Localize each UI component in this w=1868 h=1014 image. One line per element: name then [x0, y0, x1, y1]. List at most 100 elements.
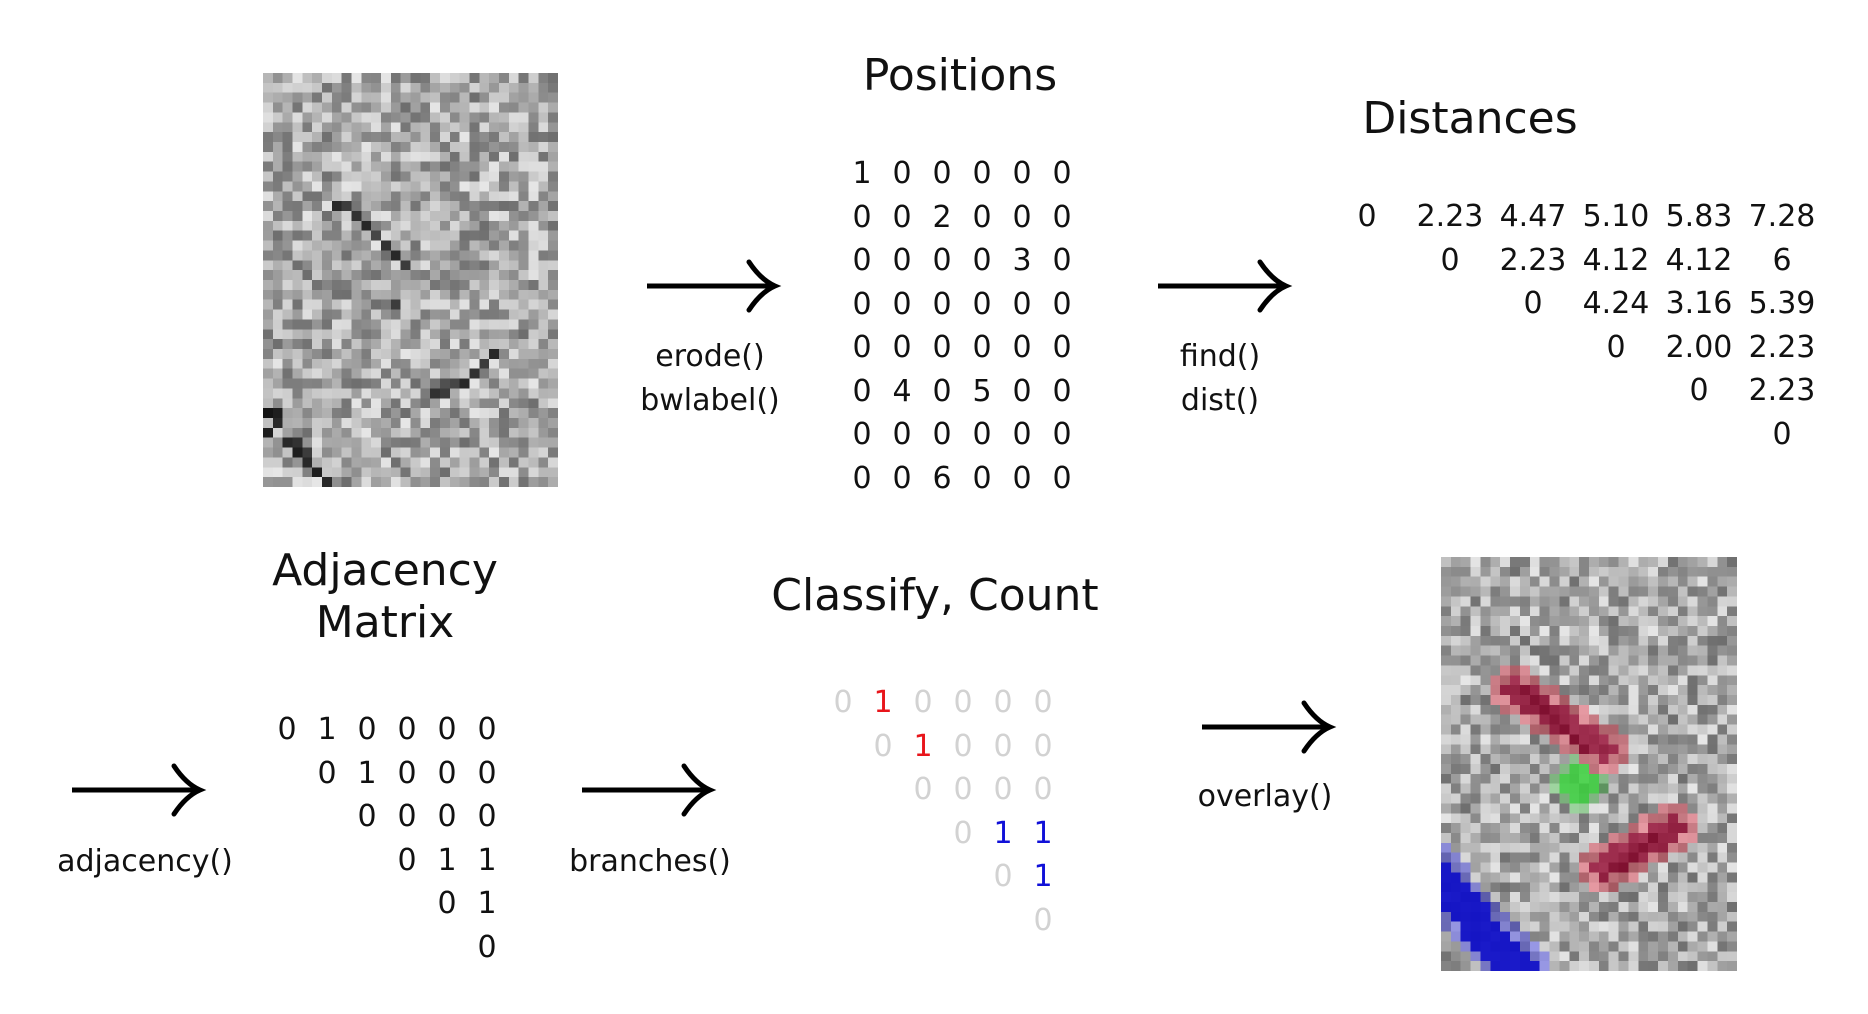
distance-cell: 0 — [1357, 199, 1377, 234]
function-labels-find-dist: find() dist() — [1140, 335, 1300, 422]
distance-cell: 0 — [1772, 416, 1792, 452]
matrix-cell: 6 — [932, 460, 952, 496]
right-arrow-icon — [1202, 700, 1337, 754]
matrix-cell: 0 — [972, 460, 992, 496]
matrix-cell: 0 — [852, 417, 872, 452]
matrix-cell: 0 — [1052, 286, 1072, 322]
classify-cell: 0 — [993, 685, 1013, 720]
adjacency-cell: 1 — [357, 755, 377, 791]
distance-cell: 2.00 — [1665, 329, 1733, 365]
distance-cell: 5.10 — [1582, 199, 1650, 234]
branches-function-label: branches() — [569, 844, 731, 879]
adjacency-cell: 0 — [397, 799, 417, 834]
distance-cell: 5.83 — [1665, 199, 1733, 234]
adjacency-cell: 0 — [437, 755, 457, 791]
matrix-cell: 0 — [852, 330, 872, 365]
adjacency-title-line1: Adjacency — [272, 545, 498, 596]
matrix-cell: 2 — [932, 199, 952, 235]
matrix-cell: 0 — [852, 460, 872, 496]
matrix-cell: 0 — [1052, 156, 1072, 191]
find-label: find() — [1179, 339, 1261, 374]
classify-cell: 0 — [833, 685, 853, 720]
distance-cell: 0 — [1523, 286, 1543, 321]
overlay-result-image — [1441, 557, 1737, 971]
distance-cell: 7.28 — [1748, 199, 1816, 234]
distance-cell: 5.39 — [1748, 286, 1816, 321]
classify-cell: 0 — [953, 728, 973, 764]
classify-cell: 1 — [1033, 859, 1053, 894]
classify-cell: 0 — [1033, 685, 1053, 720]
matrix-cell: 0 — [972, 243, 992, 278]
distance-cell: 2.23 — [1748, 373, 1816, 408]
matrix-cell: 0 — [1012, 417, 1032, 452]
distance-cell: 2.23 — [1499, 242, 1567, 278]
matrix-cell: 0 — [972, 199, 992, 235]
matrix-cell: 0 — [852, 199, 872, 235]
matrix-cell: 0 — [1012, 286, 1032, 322]
adjacency-cell: 0 — [397, 842, 417, 878]
classify-cell: 0 — [1033, 902, 1053, 938]
matrix-cell: 0 — [892, 243, 912, 278]
right-arrow-icon — [1158, 259, 1293, 313]
matrix-cell: 0 — [852, 286, 872, 322]
adjacency-matrix-title: Adjacency Matrix — [245, 545, 525, 649]
adjacency-cell: 1 — [437, 842, 457, 878]
matrix-cell: 0 — [1012, 199, 1032, 235]
classify-cell: 0 — [953, 685, 973, 720]
matrix-cell: 0 — [1052, 243, 1072, 278]
classify-cell: 0 — [953, 772, 973, 807]
matrix-cell: 0 — [892, 286, 912, 322]
matrix-cell: 5 — [972, 373, 992, 409]
matrix-cell: 0 — [892, 460, 912, 496]
classify-cell: 0 — [873, 728, 893, 764]
distance-cell: 0 — [1606, 329, 1626, 365]
adjacency-cell: 0 — [477, 755, 497, 791]
matrix-cell: 1 — [852, 156, 872, 191]
adjacency-cell: 0 — [437, 886, 457, 921]
adjacency-cell: 0 — [397, 712, 417, 747]
classify-cell: 0 — [913, 772, 933, 807]
adjacency-function-label: adjacency() — [57, 844, 233, 879]
adjacency-cell: 1 — [317, 712, 337, 747]
matrix-cell: 0 — [972, 417, 992, 452]
matrix-cell: 0 — [892, 156, 912, 191]
adjacency-cell: 0 — [317, 755, 337, 791]
classify-cell: 0 — [993, 772, 1013, 807]
distance-cell: 6 — [1772, 242, 1792, 278]
classify-cell: 0 — [993, 728, 1013, 764]
matrix-cell: 0 — [972, 286, 992, 322]
matrix-cell: 0 — [1052, 330, 1072, 365]
classify-cell: 1 — [993, 815, 1013, 851]
right-arrow-icon — [582, 763, 717, 817]
matrix-cell: 0 — [932, 156, 952, 191]
right-arrow-icon — [72, 763, 207, 817]
function-labels-erode-bwlabel: erode() bwlabel() — [620, 335, 800, 422]
matrix-cell: 0 — [1052, 199, 1072, 235]
matrix-cell: 0 — [932, 330, 952, 365]
adjacency-cell: 0 — [357, 799, 377, 834]
distance-cell: 3.16 — [1665, 286, 1733, 321]
distance-cell: 4.47 — [1499, 199, 1567, 234]
adjacency-cell: 1 — [477, 842, 497, 878]
matrix-cell: 0 — [892, 330, 912, 365]
adjacency-cell: 0 — [437, 799, 457, 834]
classify-cell: 0 — [913, 685, 933, 720]
matrix-cell: 0 — [972, 330, 992, 365]
matrix-cell: 0 — [932, 243, 952, 278]
classify-cell: 1 — [873, 685, 893, 720]
matrix-cell: 0 — [1052, 373, 1072, 409]
matrix-cell: 0 — [852, 243, 872, 278]
bwlabel-label: bwlabel() — [640, 382, 780, 418]
matrix-cell: 4 — [892, 373, 912, 409]
classify-cell: 0 — [1033, 728, 1053, 764]
distance-cell: 2.23 — [1416, 199, 1484, 234]
classify-cell: 0 — [1033, 772, 1053, 807]
matrix-cell: 0 — [932, 417, 952, 452]
matrix-cell: 0 — [932, 286, 952, 322]
adjacency-cell: 0 — [277, 712, 297, 747]
matrix-cell: 0 — [972, 156, 992, 191]
classify-cell: 0 — [993, 859, 1013, 894]
